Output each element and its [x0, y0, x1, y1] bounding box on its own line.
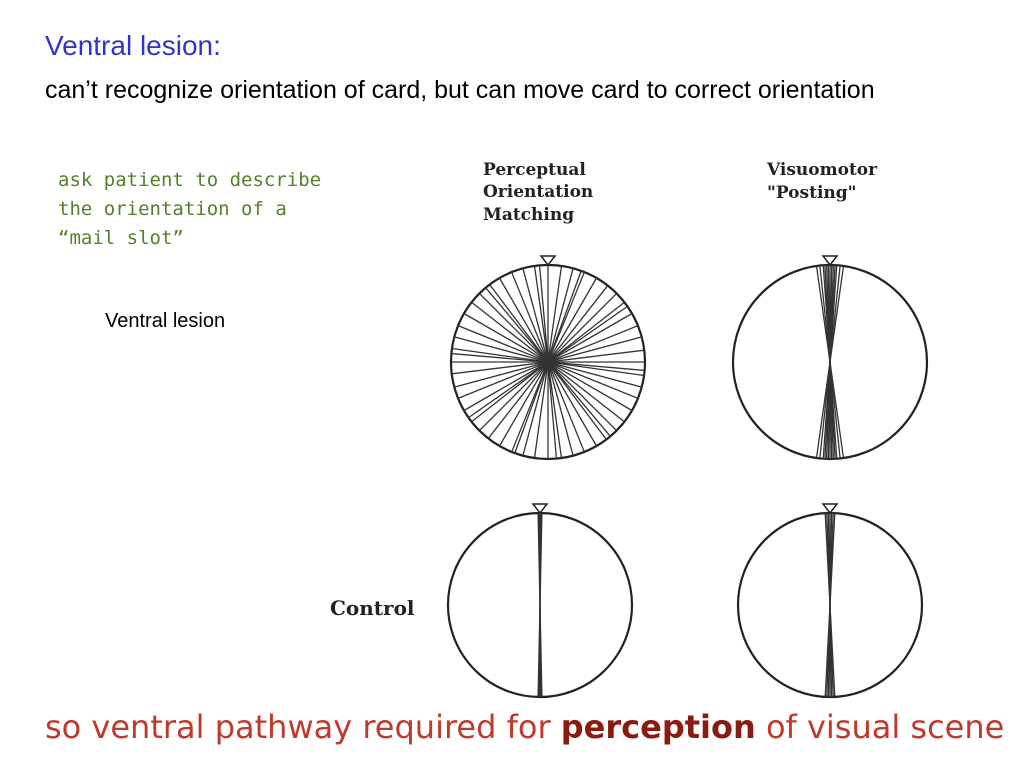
target-marker-icon	[821, 503, 839, 515]
orientation-figure: Perceptual Orientation Matching Visuomot…	[330, 160, 929, 699]
conclusion-after: of visual scene	[755, 708, 1005, 746]
col1-heading-line1: Perceptual	[483, 160, 586, 180]
col1-heading-line2: Orientation	[483, 182, 593, 202]
target-marker-icon	[821, 255, 839, 267]
target-marker-icon	[531, 503, 549, 515]
panel-control-visuomotor	[736, 503, 924, 699]
conclusion-emphasis: perception	[560, 708, 756, 746]
conclusion-text: so ventral pathway required for percepti…	[45, 708, 1004, 746]
response-line	[537, 513, 543, 697]
response-line	[514, 270, 582, 454]
col2-heading-line2: "Posting"	[767, 183, 857, 203]
col2-heading-line1: Visuomotor	[766, 160, 878, 180]
col1-heading-line3: Matching	[483, 205, 574, 225]
conclusion-before: so ventral pathway required for	[45, 708, 561, 746]
instruction-note: ask patient to describe the orientation …	[58, 169, 322, 249]
target-marker-icon	[539, 255, 557, 267]
slide-title: Ventral lesion:	[45, 30, 221, 61]
control-label: Control	[330, 596, 415, 620]
panel-control-perceptual	[446, 503, 634, 699]
response-line	[815, 265, 845, 459]
response-line	[824, 513, 836, 697]
panel-lesion-visuomotor	[731, 255, 929, 461]
panel-lesion-perceptual	[449, 255, 647, 461]
ventral-lesion-label: Ventral lesion	[105, 310, 226, 332]
slide-subtitle: can’t recognize orientation of card, but…	[45, 76, 875, 104]
